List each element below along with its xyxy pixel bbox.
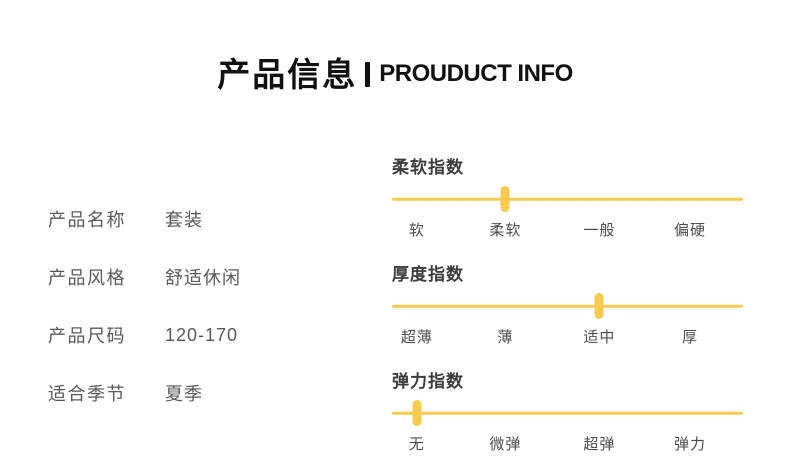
attribute-row-season: 适合季节 夏季 bbox=[48, 382, 348, 404]
scale-label: 微弹 bbox=[489, 436, 522, 453]
product-attributes: 产品名称 套装 产品风格 舒适休闲 产品尺码 120-170 适合季节 夏季 bbox=[48, 208, 348, 440]
elasticity-track bbox=[392, 400, 743, 426]
scale-label: 偏硬 bbox=[673, 222, 706, 239]
elasticity-marker bbox=[412, 400, 422, 426]
scale-label: 超薄 bbox=[400, 329, 433, 346]
attribute-row-style: 产品风格 舒适休闲 bbox=[48, 266, 348, 288]
index-block-elasticity: 弹力指数 无 微弹 超弹 弹力 bbox=[392, 372, 743, 455]
index-title: 弹力指数 bbox=[392, 372, 464, 391]
page-title-en: PROUDUCT INFO bbox=[379, 60, 573, 87]
index-block-thickness: 厚度指数 超薄 薄 适中 厚 bbox=[392, 265, 743, 348]
scale-label: 薄 bbox=[497, 329, 514, 346]
attribute-label: 产品尺码 bbox=[48, 326, 126, 346]
attribute-row-size: 产品尺码 120-170 bbox=[48, 324, 348, 347]
index-sliders: 柔软指数 软 柔软 一般 偏硬 厚度指数 超薄 薄 适中 厚 bbox=[392, 158, 743, 472]
track-line bbox=[392, 411, 743, 415]
track-line bbox=[392, 197, 743, 201]
softness-scale: 软 柔软 一般 偏硬 bbox=[392, 221, 743, 241]
page-title-zh: 产品信息 bbox=[217, 55, 358, 93]
index-title: 柔软指数 bbox=[392, 158, 464, 177]
scale-label: 厚 bbox=[681, 329, 698, 346]
scale-label: 无 bbox=[408, 436, 425, 453]
attribute-label: 适合季节 bbox=[48, 384, 126, 404]
page-title: 产品信息 PROUDUCT INFO bbox=[0, 52, 790, 96]
index-title: 厚度指数 bbox=[392, 265, 464, 284]
attribute-label: 产品名称 bbox=[48, 210, 126, 230]
scale-label: 适中 bbox=[583, 329, 616, 346]
softness-marker bbox=[500, 186, 510, 212]
elasticity-scale: 无 微弹 超弹 弹力 bbox=[392, 435, 743, 455]
scale-label: 柔软 bbox=[489, 222, 522, 239]
track-line bbox=[392, 304, 743, 308]
attribute-row-name: 产品名称 套装 bbox=[48, 208, 348, 230]
title-divider-bar-icon bbox=[365, 61, 371, 87]
scale-label: 弹力 bbox=[673, 436, 706, 453]
scale-label: 一般 bbox=[583, 222, 616, 239]
attribute-value: 套装 bbox=[165, 210, 203, 230]
thickness-marker bbox=[594, 293, 604, 319]
attribute-value: 夏季 bbox=[165, 384, 203, 404]
attribute-value: 舒适休闲 bbox=[165, 268, 241, 288]
scale-label: 软 bbox=[408, 222, 425, 239]
attribute-value: 120-170 bbox=[165, 324, 239, 345]
thickness-scale: 超薄 薄 适中 厚 bbox=[392, 328, 743, 348]
scale-label: 超弹 bbox=[583, 436, 616, 453]
thickness-track bbox=[392, 293, 743, 319]
softness-track bbox=[392, 186, 743, 212]
index-block-softness: 柔软指数 软 柔软 一般 偏硬 bbox=[392, 158, 743, 241]
attribute-label: 产品风格 bbox=[48, 268, 126, 288]
